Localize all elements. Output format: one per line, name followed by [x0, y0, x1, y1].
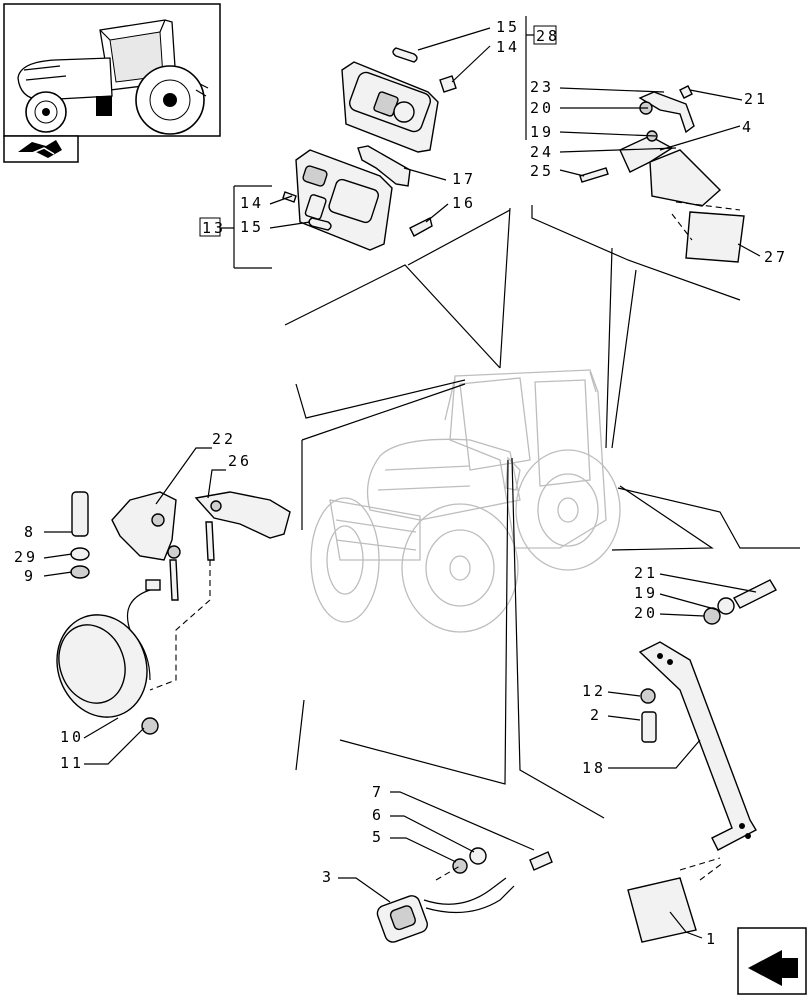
callout-6: 6 — [372, 806, 384, 824]
callout-19: 19 — [530, 123, 554, 141]
callout-21: 21 — [634, 564, 658, 582]
callout-9: 9 — [24, 567, 36, 585]
callout-15: 15 — [496, 18, 520, 36]
callout-1: 1 — [706, 930, 718, 948]
leader-lines — [284, 205, 800, 819]
callout-20: 20 — [634, 604, 658, 622]
tractor-thumbnail-icon — [3, 3, 221, 137]
callout-26: 26 — [228, 452, 252, 470]
callout-2: 2 — [590, 706, 602, 724]
callout-3: 3 — [322, 868, 334, 886]
tractor-illustration — [310, 369, 621, 633]
callout-21: 21 — [744, 90, 768, 108]
rear-reflector-bracket — [579, 85, 745, 263]
callout-14: 14 — [240, 194, 264, 212]
callout-16: 16 — [452, 194, 476, 212]
side-lamp — [376, 847, 553, 943]
callout-7: 7 — [372, 783, 384, 801]
callout-19: 19 — [634, 584, 658, 602]
callout-15: 15 — [240, 218, 264, 236]
callout-24: 24 — [530, 143, 554, 161]
callout-28: 28 — [536, 27, 560, 45]
callout-14: 14 — [496, 38, 520, 56]
callout-23: 23 — [530, 78, 554, 96]
callout-20: 20 — [530, 99, 554, 117]
reflector-stand — [627, 579, 777, 943]
callout-8: 8 — [24, 523, 36, 541]
next-page-arrow-icon[interactable] — [737, 927, 807, 995]
callout-25: 25 — [530, 162, 554, 180]
bracket-13 — [199, 185, 272, 269]
cab-lamp-28 — [341, 16, 557, 153]
callout-5: 5 — [372, 828, 384, 846]
callout-17: 17 — [452, 170, 476, 188]
callout-11: 11 — [60, 754, 84, 772]
callout-labels: 15 14 28 17 16 14 15 13 23 20 19 24 25 2… — [14, 18, 788, 948]
open-book-icon — [3, 135, 79, 163]
callout-22: 22 — [212, 430, 236, 448]
callout-10: 10 — [60, 728, 84, 746]
cab-lamp-13 — [282, 145, 433, 251]
callout-leaders — [43, 27, 761, 939]
callout-27: 27 — [764, 248, 788, 266]
callout-4: 4 — [742, 118, 754, 136]
callout-13: 13 — [202, 219, 226, 237]
callout-29: 29 — [14, 548, 38, 566]
work-lamp-assembly — [56, 491, 291, 735]
callout-18: 18 — [582, 759, 606, 777]
callout-12: 12 — [582, 682, 606, 700]
